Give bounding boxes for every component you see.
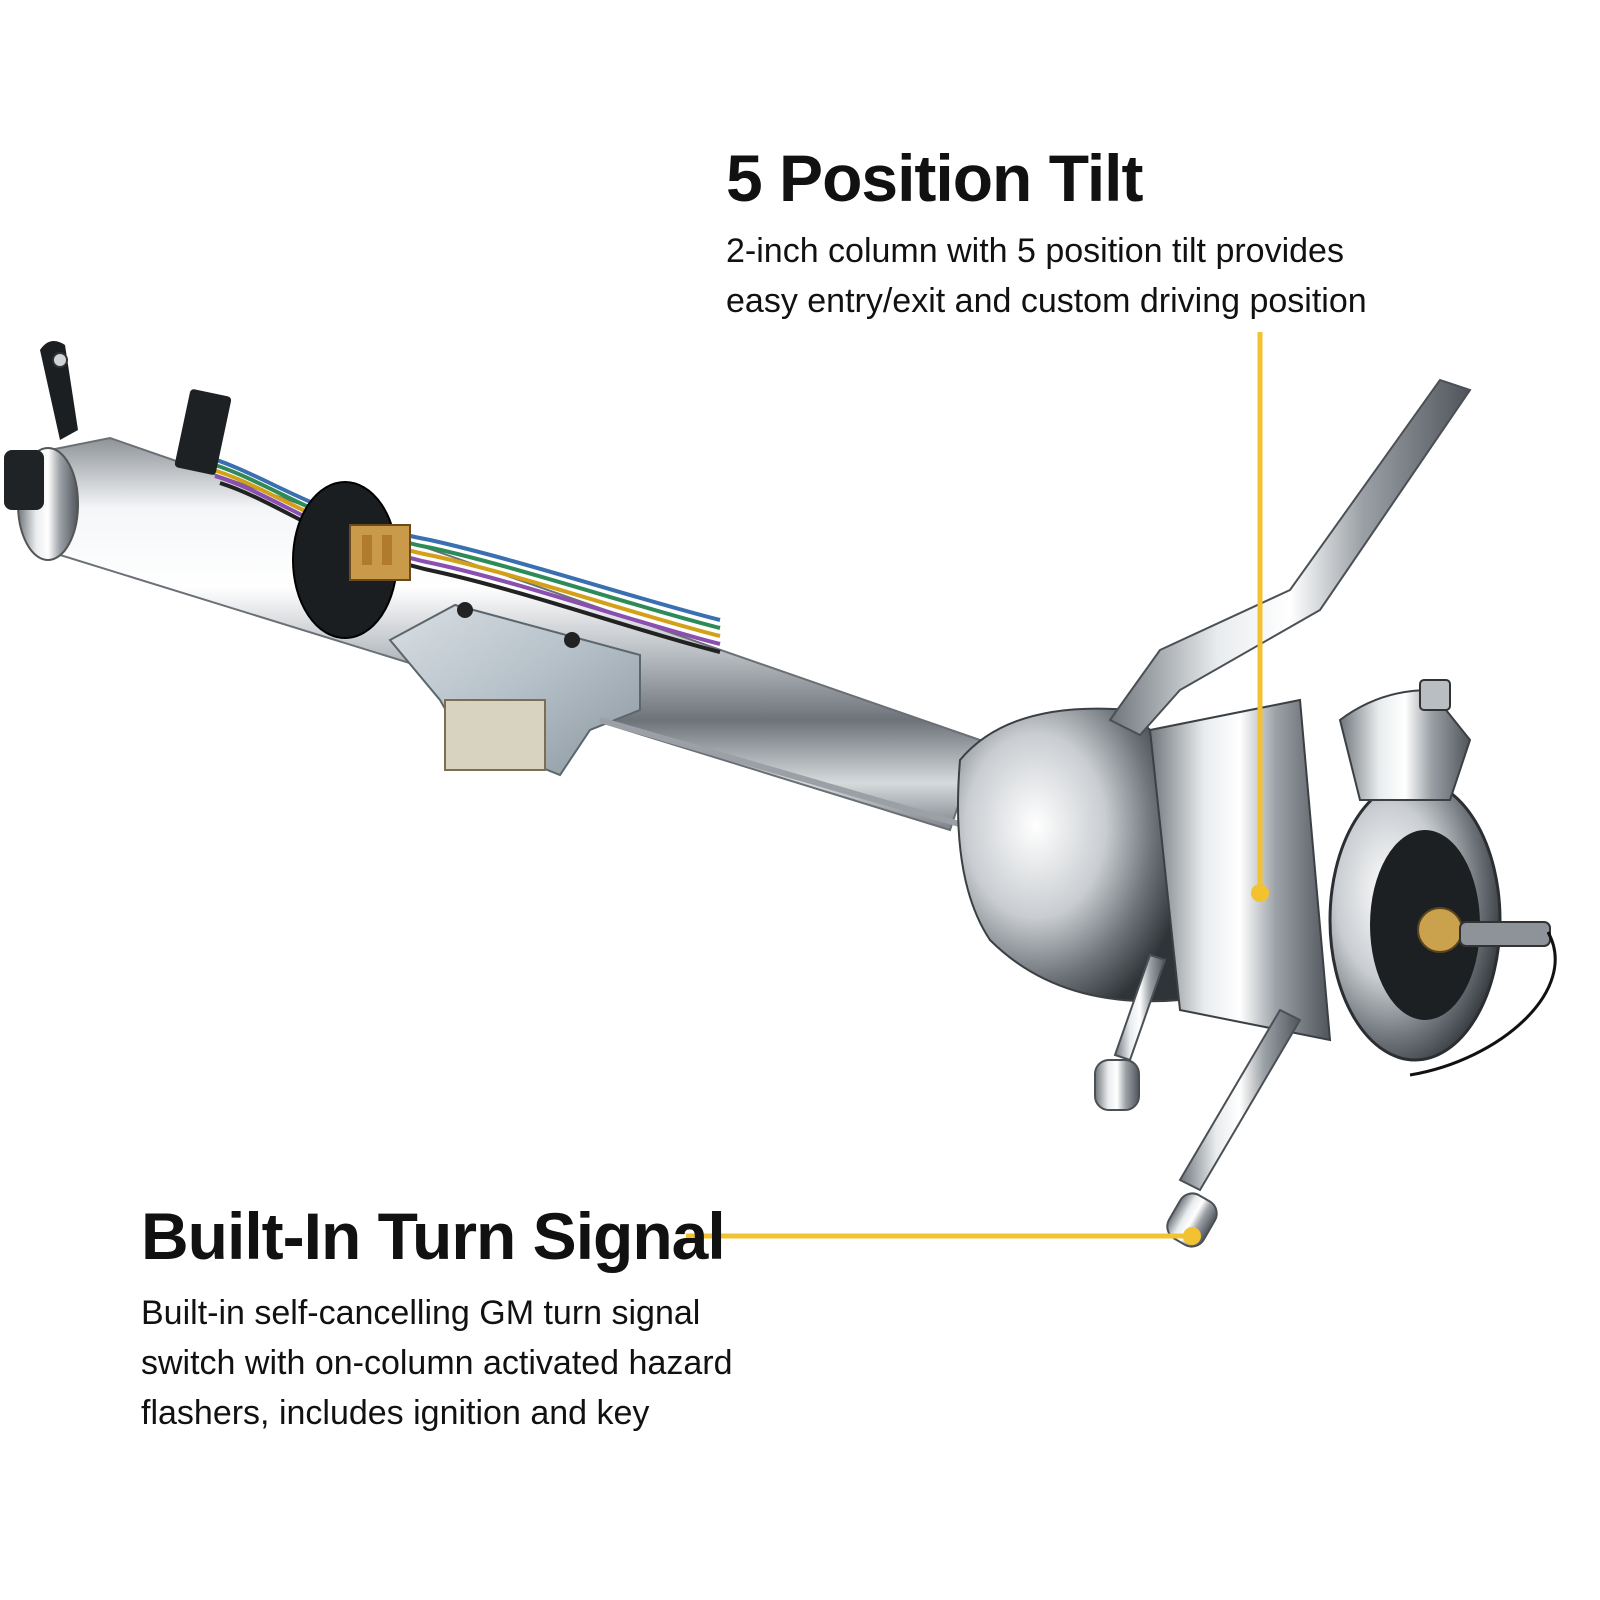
hazard-lever — [1094, 953, 1167, 1111]
mounting-bracket — [388, 602, 641, 777]
tilt-title: 5 Position Tilt — [726, 141, 1143, 215]
tilt-leader-dot — [1251, 884, 1269, 902]
turn-signal-title: Built-In Turn Signal — [141, 1199, 726, 1273]
shift-rod — [599, 717, 981, 833]
tilt-callout: 5 Position Tilt 2-inch column with 5 pos… — [726, 138, 1586, 326]
tilt-lever — [1108, 378, 1472, 737]
turn-signal-description-line-2: switch with on-column activated hazard — [141, 1344, 733, 1382]
ignition-housing — [1338, 679, 1472, 801]
turn-leader-dot — [1183, 1227, 1201, 1245]
tilt-description-line-1: 2-inch column with 5 position tilt provi… — [726, 232, 1344, 270]
turn-signal-callout: Built-In Turn Signal Built-in self-cance… — [141, 1196, 901, 1438]
tilt-description-line-2: easy entry/exit and custom driving posit… — [726, 282, 1367, 320]
switch-connector — [292, 481, 411, 639]
bell-housing — [957, 707, 1181, 1003]
turn-signal-description-line-3: flashers, includes ignition and key — [141, 1394, 650, 1432]
wiring-harness — [174, 389, 721, 654]
turn-signal-description-line-1: Built-in self-cancelling GM turn signal — [141, 1294, 701, 1332]
end-bracket — [4, 341, 78, 510]
tilt-head — [1148, 698, 1557, 1077]
turn-signal-lever — [1166, 1008, 1302, 1248]
